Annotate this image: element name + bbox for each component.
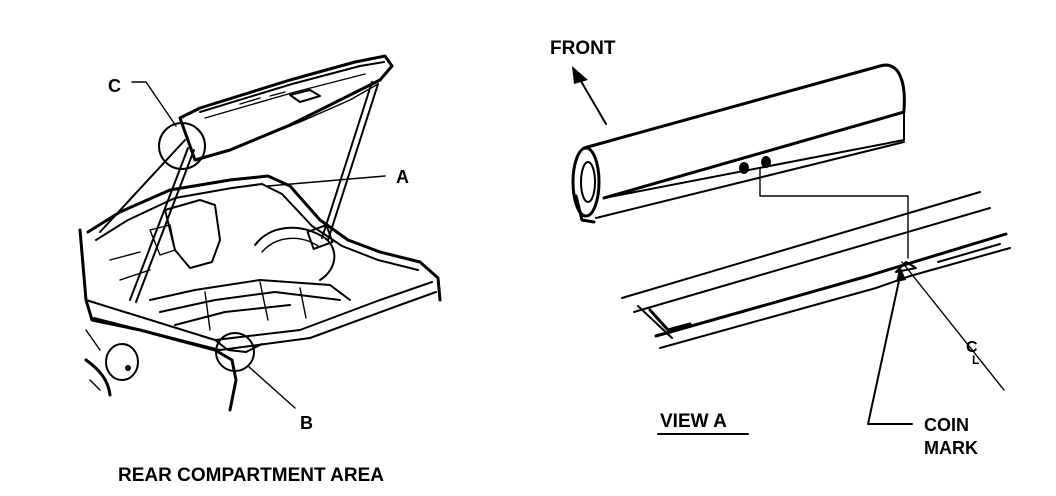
compartment-opening xyxy=(86,174,442,302)
front-label: FRONT xyxy=(550,38,616,59)
rear-compartment-illustration: C A B REAR COMPARTMENT AREA xyxy=(78,54,442,486)
alignment-dot-right xyxy=(761,156,771,168)
coin-mark-line2: MARK xyxy=(924,438,978,458)
view-a-label: VIEW A xyxy=(660,411,727,432)
view-a-illustration: FRONT C xyxy=(550,38,1011,458)
front-direction-arrow: FRONT xyxy=(550,38,616,125)
body-flange xyxy=(621,191,1011,349)
callout-c-label: C xyxy=(108,76,121,96)
callout-a-label: A xyxy=(396,167,409,187)
callout-a: A xyxy=(267,167,409,187)
deck-lid xyxy=(178,54,394,162)
coin-mark-callout: COIN MARK xyxy=(867,266,978,458)
callout-b-label: B xyxy=(300,413,313,433)
coin-mark-line1: COIN xyxy=(924,415,969,435)
weatherstrip-seal xyxy=(571,63,906,224)
rear-compartment-caption: REAR COMPARTMENT AREA xyxy=(118,465,384,486)
centerline-marker: C L xyxy=(901,261,1005,391)
alignment-dot-left xyxy=(739,162,749,174)
centerline-subscript: L xyxy=(972,353,979,367)
callout-c: C xyxy=(108,76,206,170)
callout-b: B xyxy=(215,332,313,433)
view-a-title: VIEW A xyxy=(657,411,749,435)
lid-support-struts xyxy=(99,81,379,303)
compartment-interior xyxy=(109,199,351,331)
alignment-leader xyxy=(759,167,909,259)
centerline-symbol: C xyxy=(966,339,978,356)
car-body xyxy=(78,228,437,412)
